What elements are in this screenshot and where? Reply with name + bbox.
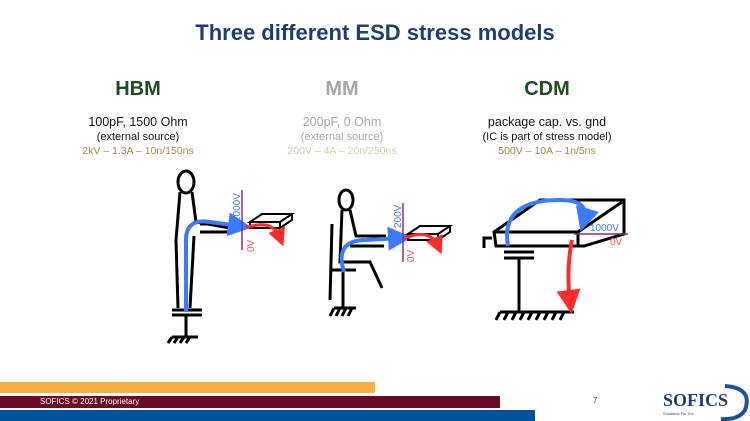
model-mm: MM 200pF, 0 Ohm (external source) 200V –… bbox=[232, 74, 452, 157]
cdm-chip-drawing bbox=[482, 198, 626, 321]
hbm-discharge-arrow bbox=[245, 223, 286, 247]
model-cdm: CDM package cap. vs. gnd (IC is part of … bbox=[437, 74, 657, 157]
model-hbm: HBM 100pF, 1500 Ohm (external source) 2k… bbox=[28, 74, 248, 157]
cdm-voltage-low: 0V bbox=[610, 237, 623, 248]
model-params: 200pF, 0 Ohm bbox=[302, 115, 382, 129]
footer-maroon-bar bbox=[0, 396, 500, 408]
model-name: CDM bbox=[524, 78, 570, 100]
cdm-voltage-high: 1000V bbox=[590, 223, 619, 234]
svg-text:Solutions For ICs: Solutions For ICs bbox=[663, 411, 694, 416]
model-source: (external source) bbox=[96, 131, 180, 143]
mm-current-arrow bbox=[339, 226, 412, 273]
model-source: (external source) bbox=[300, 131, 384, 143]
mm-discharge-arrow bbox=[404, 232, 443, 255]
hbm-chip-drawing bbox=[246, 213, 296, 229]
slide-title: Three different ESD stress models bbox=[195, 20, 555, 45]
svg-text:SOFICS: SOFICS bbox=[663, 390, 728, 410]
footer-orange-bar bbox=[0, 382, 375, 393]
hbm-current-arrow bbox=[184, 212, 252, 312]
hbm-person-drawing bbox=[166, 169, 231, 344]
model-params: package cap. vs. gnd bbox=[487, 115, 607, 129]
cdm-current-arrow bbox=[505, 197, 599, 247]
model-name: MM bbox=[325, 78, 359, 100]
model-name: HBM bbox=[115, 78, 161, 100]
sofics-logo: SOFICS Solutions For ICs bbox=[663, 384, 749, 421]
model-specs: 500V – 10A – 1n/5ns bbox=[498, 145, 596, 157]
hbm-voltage-low: 0V bbox=[246, 239, 257, 252]
mm-voltage-low: 0V bbox=[406, 249, 417, 262]
footer-copyright: SOFICS © 2021 Proprietary bbox=[40, 397, 140, 406]
hbm-voltage-high: 2000V bbox=[232, 193, 243, 222]
page-number: 7 bbox=[593, 396, 598, 405]
mm-voltage-high: 200V bbox=[393, 204, 404, 228]
mm-person-drawing bbox=[328, 188, 386, 317]
model-specs: 2kV – 1.3A – 10n/150ns bbox=[82, 145, 194, 157]
cdm-discharge-arrow bbox=[556, 239, 581, 314]
model-source: (IC is part of stress model) bbox=[482, 131, 612, 143]
model-params: 100pF, 1500 Ohm bbox=[88, 115, 188, 129]
mm-chip-drawing bbox=[404, 225, 454, 241]
model-specs: 200V – 4A – 20n/250ns bbox=[287, 145, 397, 157]
footer-blue-bar bbox=[0, 410, 535, 421]
